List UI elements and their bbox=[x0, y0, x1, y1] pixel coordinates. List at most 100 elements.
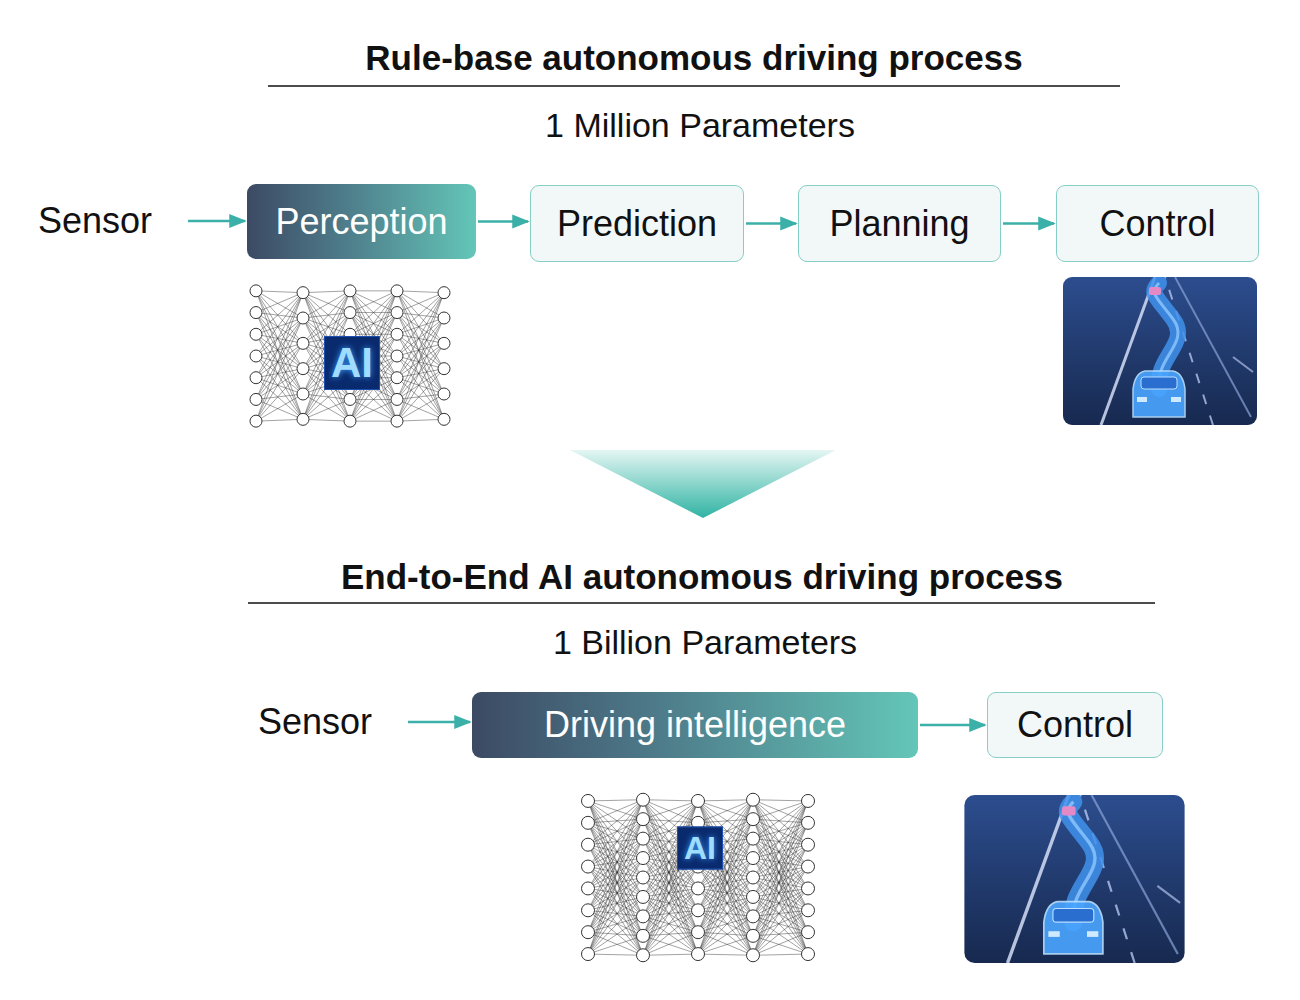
net-link bbox=[397, 318, 444, 356]
net-neuron bbox=[344, 307, 356, 319]
net-neuron bbox=[692, 904, 705, 917]
net-link bbox=[397, 394, 444, 421]
net-neuron bbox=[747, 890, 760, 903]
net-neuron bbox=[582, 904, 595, 917]
net-neuron bbox=[250, 393, 262, 405]
net-neuron bbox=[582, 926, 595, 939]
net-link bbox=[397, 318, 444, 378]
net-link bbox=[397, 318, 444, 421]
net-link bbox=[588, 897, 643, 932]
net-link bbox=[350, 291, 397, 313]
net-neuron bbox=[438, 312, 450, 324]
road-illustration bbox=[964, 795, 1184, 963]
net-neuron bbox=[747, 852, 760, 865]
net-link bbox=[256, 293, 303, 421]
connector-group bbox=[188, 221, 1054, 725]
net-link bbox=[397, 356, 444, 394]
net-link bbox=[753, 801, 808, 839]
net-neuron bbox=[250, 372, 262, 384]
net-link bbox=[698, 897, 753, 954]
net-link bbox=[256, 318, 303, 334]
parameter-label: 1 Billion Parameters bbox=[553, 623, 857, 662]
net-link bbox=[588, 801, 643, 955]
net-link bbox=[397, 343, 444, 356]
net-neuron bbox=[692, 794, 705, 807]
net-neuron bbox=[391, 307, 403, 319]
net-neuron bbox=[637, 949, 650, 962]
net-link bbox=[397, 291, 444, 318]
net-link bbox=[397, 369, 444, 421]
net-link bbox=[643, 867, 698, 917]
net-link bbox=[303, 399, 350, 419]
flow-arrow bbox=[1003, 222, 1054, 225]
net-link bbox=[303, 291, 350, 293]
net-link bbox=[698, 932, 753, 955]
title-underline bbox=[268, 85, 1120, 87]
net-link bbox=[256, 291, 303, 293]
box-label: Driving intelligence bbox=[544, 705, 846, 745]
net-link bbox=[256, 293, 303, 400]
flow-arrow bbox=[478, 220, 528, 223]
net-link bbox=[588, 819, 643, 932]
net-neuron bbox=[637, 793, 650, 806]
net-link bbox=[397, 293, 444, 335]
net-link bbox=[256, 291, 303, 318]
net-neuron bbox=[747, 910, 760, 923]
net-link bbox=[256, 356, 303, 369]
net-link bbox=[303, 419, 350, 421]
net-link bbox=[753, 823, 808, 955]
net-link bbox=[753, 801, 808, 936]
process-box: Prediction bbox=[530, 185, 744, 262]
net-link bbox=[753, 888, 808, 935]
net-link bbox=[256, 343, 303, 356]
net-neuron bbox=[747, 949, 760, 962]
net-link bbox=[753, 932, 808, 955]
net-link bbox=[698, 936, 753, 954]
net-neuron bbox=[297, 287, 309, 299]
net-neuron bbox=[637, 871, 650, 884]
net-neuron bbox=[747, 929, 760, 942]
net-link bbox=[643, 801, 698, 819]
net-neuron bbox=[344, 393, 356, 405]
net-neuron bbox=[637, 929, 650, 942]
net-link bbox=[753, 839, 808, 954]
parameter-label: 1 Million Parameters bbox=[545, 106, 855, 145]
box-label: Prediction bbox=[557, 204, 717, 244]
net-neuron bbox=[802, 926, 815, 939]
net-neuron bbox=[692, 926, 705, 939]
net-link bbox=[753, 801, 808, 955]
net-neuron bbox=[802, 882, 815, 895]
net-neuron bbox=[297, 363, 309, 375]
ai-badge: AI bbox=[324, 336, 380, 390]
net-link bbox=[256, 318, 303, 378]
process-box: Control bbox=[987, 692, 1163, 758]
net-link bbox=[753, 954, 808, 955]
net-link bbox=[350, 291, 397, 334]
net-link bbox=[588, 897, 643, 954]
net-link bbox=[643, 800, 698, 954]
net-neuron bbox=[438, 363, 450, 375]
net-neuron bbox=[582, 948, 595, 961]
net-neuron bbox=[637, 852, 650, 865]
net-link bbox=[588, 800, 643, 932]
net-neuron bbox=[438, 287, 450, 299]
net-link bbox=[588, 819, 643, 888]
net-neuron bbox=[250, 415, 262, 427]
net-link bbox=[698, 916, 753, 932]
net-link bbox=[753, 867, 808, 956]
net-neuron bbox=[802, 794, 815, 807]
net-link bbox=[698, 800, 753, 954]
net-neuron bbox=[391, 285, 403, 297]
net-neuron bbox=[250, 285, 262, 297]
net-neuron bbox=[747, 832, 760, 845]
net-neuron bbox=[802, 838, 815, 851]
net-neuron bbox=[297, 388, 309, 400]
net-link bbox=[588, 878, 643, 955]
net-link bbox=[753, 823, 808, 897]
net-link bbox=[256, 318, 303, 421]
net-link bbox=[303, 394, 350, 421]
net-link bbox=[397, 318, 444, 334]
net-link bbox=[588, 858, 643, 954]
net-neuron bbox=[438, 388, 450, 400]
flow-arrow bbox=[188, 220, 245, 223]
